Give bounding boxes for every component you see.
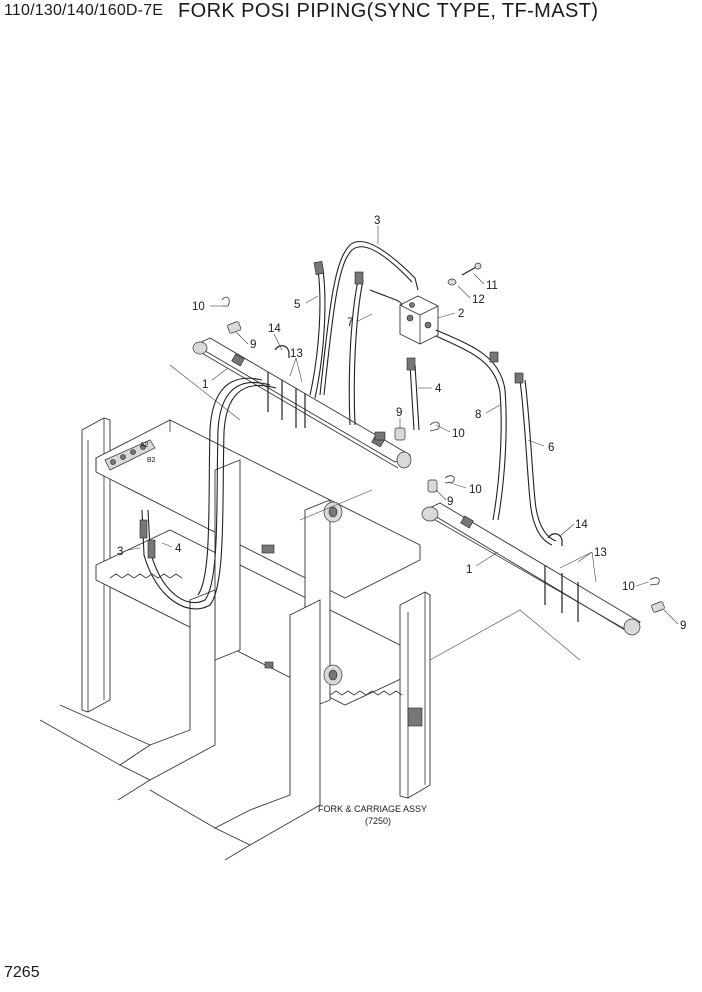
bolt-and-washer: [447, 262, 482, 286]
callout-4-left: 4: [175, 543, 182, 555]
callout-leaders: [127, 226, 679, 625]
callout-9-a: 9: [250, 339, 256, 351]
cylinder-upper: [192, 337, 412, 469]
model-designation: 110/130/140/160D-7E: [4, 2, 164, 19]
callout-10-a: 10: [192, 301, 205, 313]
hose-routing: [139, 240, 557, 610]
page-number: 7265: [4, 964, 40, 981]
callout-11: 11: [486, 280, 498, 292]
callout-10-d: 10: [622, 581, 635, 593]
callout-2: 2: [458, 308, 464, 320]
callout-3-top: 3: [374, 215, 380, 227]
callout-10-c: 10: [469, 484, 482, 496]
callout-numbers: 3 11 12 10 5 2 7 9 14 13 1 4 9 10 8 6 10…: [117, 215, 686, 632]
callout-5: 5: [294, 299, 300, 311]
callout-9-c: 9: [447, 496, 453, 508]
port-label-b2: B2: [147, 457, 156, 464]
port-label-a2: A2: [140, 442, 149, 449]
hose-clips: [274, 345, 563, 546]
assembly-note-line1: FORK & CARRIAGE ASSY: [318, 804, 427, 814]
callout-3-left: 3: [117, 546, 123, 558]
diagram-title: FORK POSI PIPING(SYNC TYPE, TF-MAST): [178, 0, 599, 22]
callout-1-a: 1: [202, 379, 208, 391]
assembly-note-line2: (7250): [365, 816, 391, 826]
clamp-bands: [267, 372, 579, 622]
callout-1-b: 1: [466, 564, 472, 576]
pins-and-cotters: [221, 296, 665, 613]
callout-6: 6: [548, 442, 554, 454]
callout-14-b: 14: [575, 519, 588, 531]
flow-divider-valve: [399, 295, 439, 345]
callout-7: 7: [347, 317, 353, 329]
fork-carriage-assembly: [39, 417, 431, 861]
callout-4-a: 4: [435, 383, 442, 395]
cylinder-lower: [421, 502, 641, 636]
callout-12: 12: [472, 294, 485, 306]
callout-8: 8: [475, 409, 481, 421]
callout-10-b: 10: [452, 428, 465, 440]
callout-9-d: 9: [680, 620, 686, 632]
callout-13-b: 13: [594, 547, 607, 559]
callout-9-b: 9: [396, 407, 402, 419]
callout-13-a: 13: [290, 348, 303, 360]
callout-14-a: 14: [268, 323, 281, 335]
